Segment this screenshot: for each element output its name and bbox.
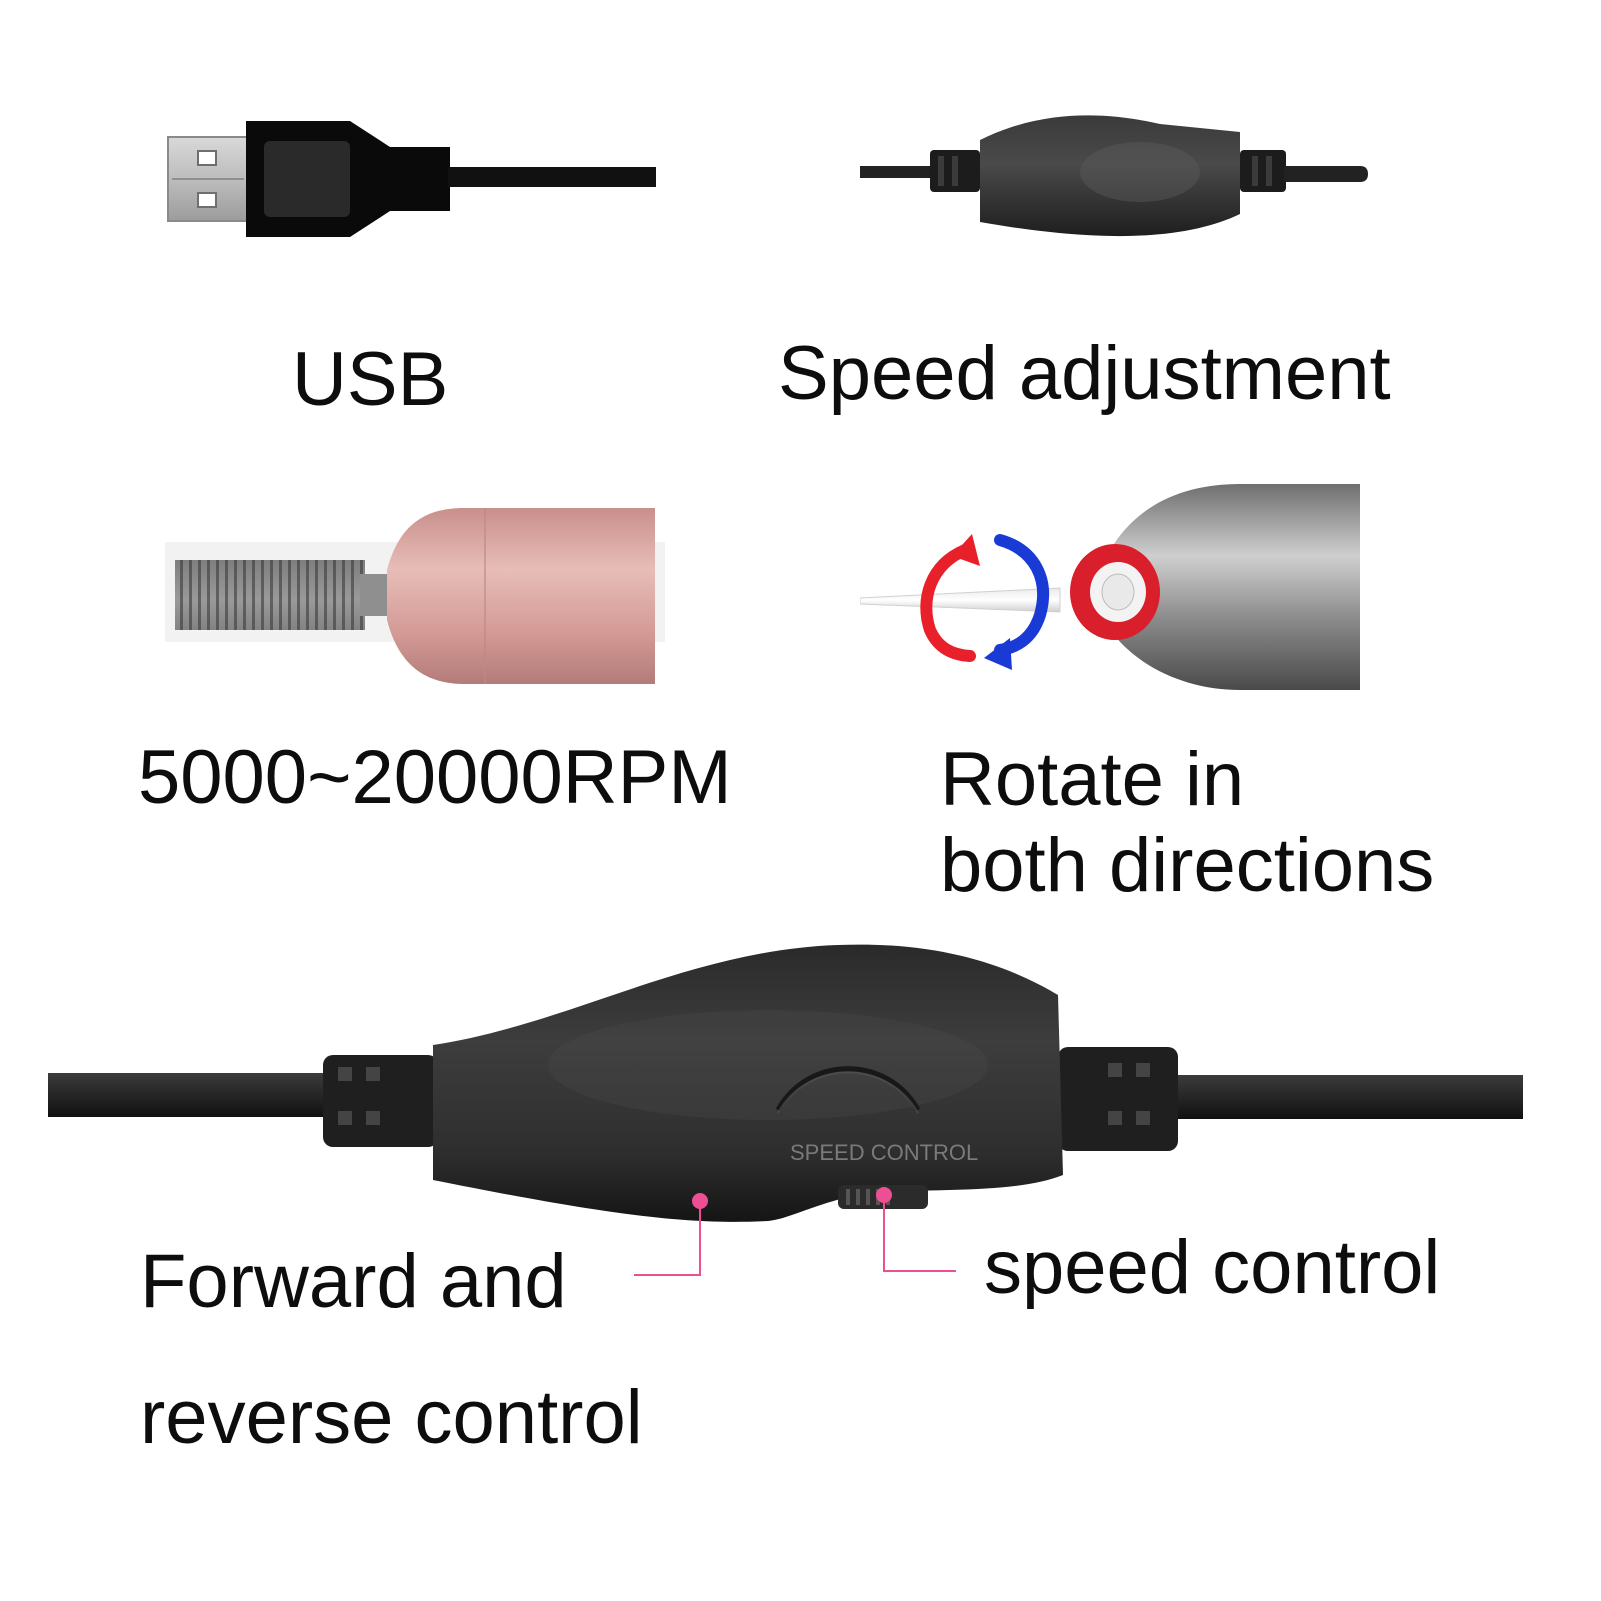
caption-rpm: 5000~20000RPM	[138, 735, 732, 820]
caption-forward-line1: Forward and	[140, 1239, 567, 1324]
drill-bit-icon	[165, 508, 665, 684]
usb-plug-icon	[167, 121, 656, 237]
caption-rotate-line1: Rotate in	[940, 737, 1245, 822]
caption-speed-adjustment: Speed adjustment	[778, 331, 1391, 416]
rotation-arrows-icon	[860, 484, 1360, 690]
caption-usb: USB	[292, 337, 449, 422]
caption-rotate-line2: both directions	[940, 823, 1435, 908]
callout-lines	[634, 1187, 956, 1276]
speed-controller-closeup: SPEED CONTROL	[48, 944, 1523, 1222]
controller-label: SPEED CONTROL	[790, 1140, 978, 1165]
caption-forward-line2: reverse control	[140, 1375, 643, 1460]
inline-controller-icon	[860, 115, 1368, 237]
caption-speed-control: speed control	[984, 1225, 1441, 1310]
